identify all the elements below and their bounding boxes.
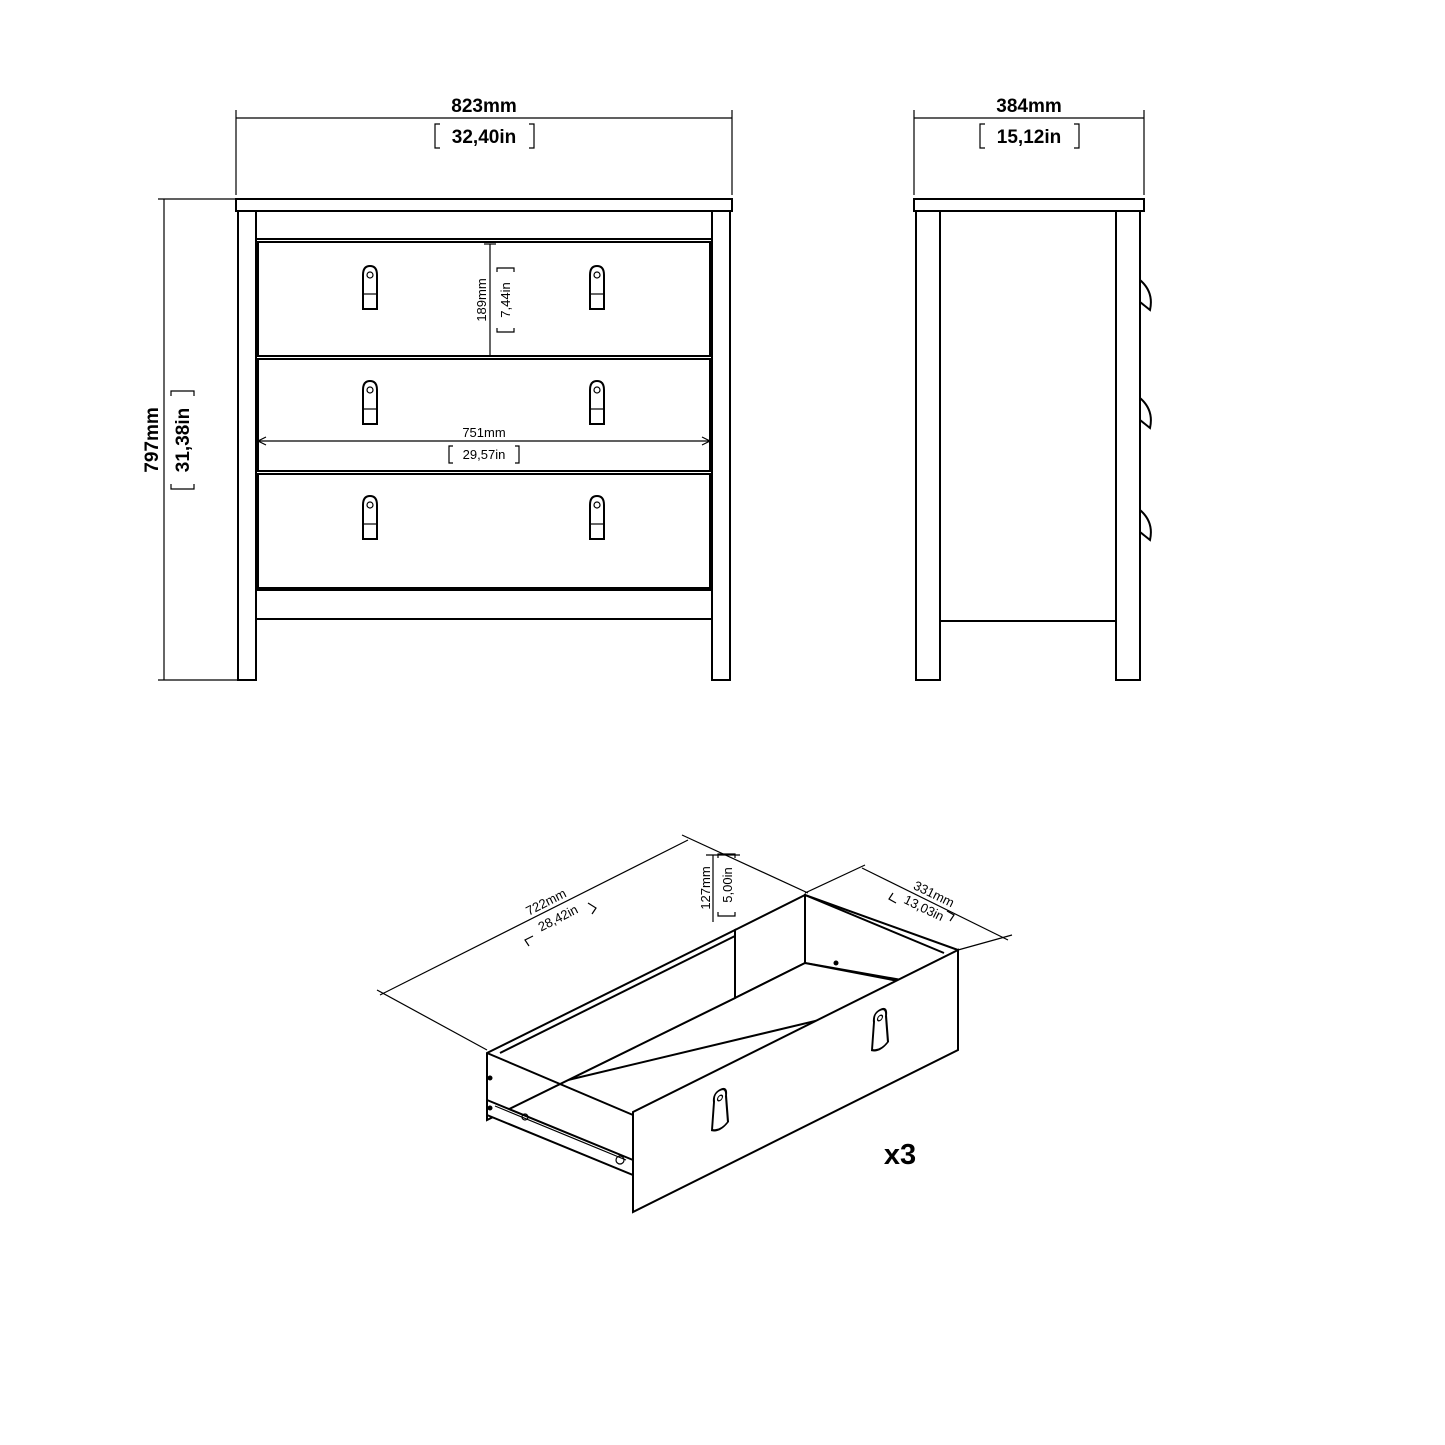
side-depth-dimension: 384mm 15,12in [913, 96, 1145, 195]
drawer-front-height-mm-label: 189mm [474, 278, 489, 321]
inner-width-dimension: 751mm 29,57in [256, 425, 712, 464]
front-handles [362, 264, 605, 540]
leather-handle-icon [362, 379, 378, 425]
side-front-leg [1115, 210, 1141, 681]
front-left-leg [237, 210, 257, 681]
leather-handle-icon [362, 494, 378, 540]
drawer-height-dimension: 127mm 5,00in [698, 853, 740, 922]
inner-width-in-label: 29,57in [463, 447, 506, 462]
leather-handle-icon [870, 1007, 890, 1052]
drawer-left-side [486, 928, 736, 1122]
front-drawer-2 [257, 358, 711, 472]
drawer-front-height-dimension: 189mm 7,44in [474, 243, 515, 357]
quantity-label: x3 [884, 1139, 916, 1171]
leather-handle-icon [589, 264, 605, 310]
front-width-dimension: 823mm 32,40in [235, 96, 733, 195]
front-right-leg [711, 210, 731, 681]
drawer-isometric-view: 722mm 28,42in 127mm 5,00in 331mm 13,03in… [376, 834, 1013, 1214]
height-dimension: 797mm 31,38in [142, 198, 238, 681]
front-drawer-3 [257, 473, 711, 589]
height-in-label: 31,38in [173, 408, 194, 472]
leather-handle-icon [710, 1087, 730, 1132]
height-mm-label: 797mm [142, 407, 163, 473]
front-width-in-label: 32,40in [452, 127, 516, 148]
drawer-height-in-label: 5,00in [720, 867, 735, 902]
front-view: 823mm 32,40in 797mm 31,38in 189mm 7,44in [142, 96, 733, 681]
handle-profile-icon [1139, 397, 1152, 430]
side-depth-mm-label: 384mm [996, 96, 1062, 117]
inner-width-mm-label: 751mm [462, 425, 505, 440]
side-depth-in-label: 15,12in [997, 127, 1061, 148]
leather-handle-icon [362, 264, 378, 310]
drawer-height-mm-label: 127mm [698, 866, 713, 909]
side-handles [1139, 279, 1152, 542]
side-view: 384mm 15,12in [913, 96, 1152, 681]
side-top-panel [913, 198, 1145, 212]
leather-handle-icon [589, 494, 605, 540]
front-width-mm-label: 823mm [451, 96, 517, 117]
front-top-panel [235, 198, 733, 212]
leather-handle-icon [589, 379, 605, 425]
drawer-front-height-in-label: 7,44in [498, 282, 513, 317]
handle-profile-icon [1139, 509, 1152, 542]
handle-profile-icon [1139, 279, 1152, 312]
side-rear-leg [915, 210, 941, 681]
